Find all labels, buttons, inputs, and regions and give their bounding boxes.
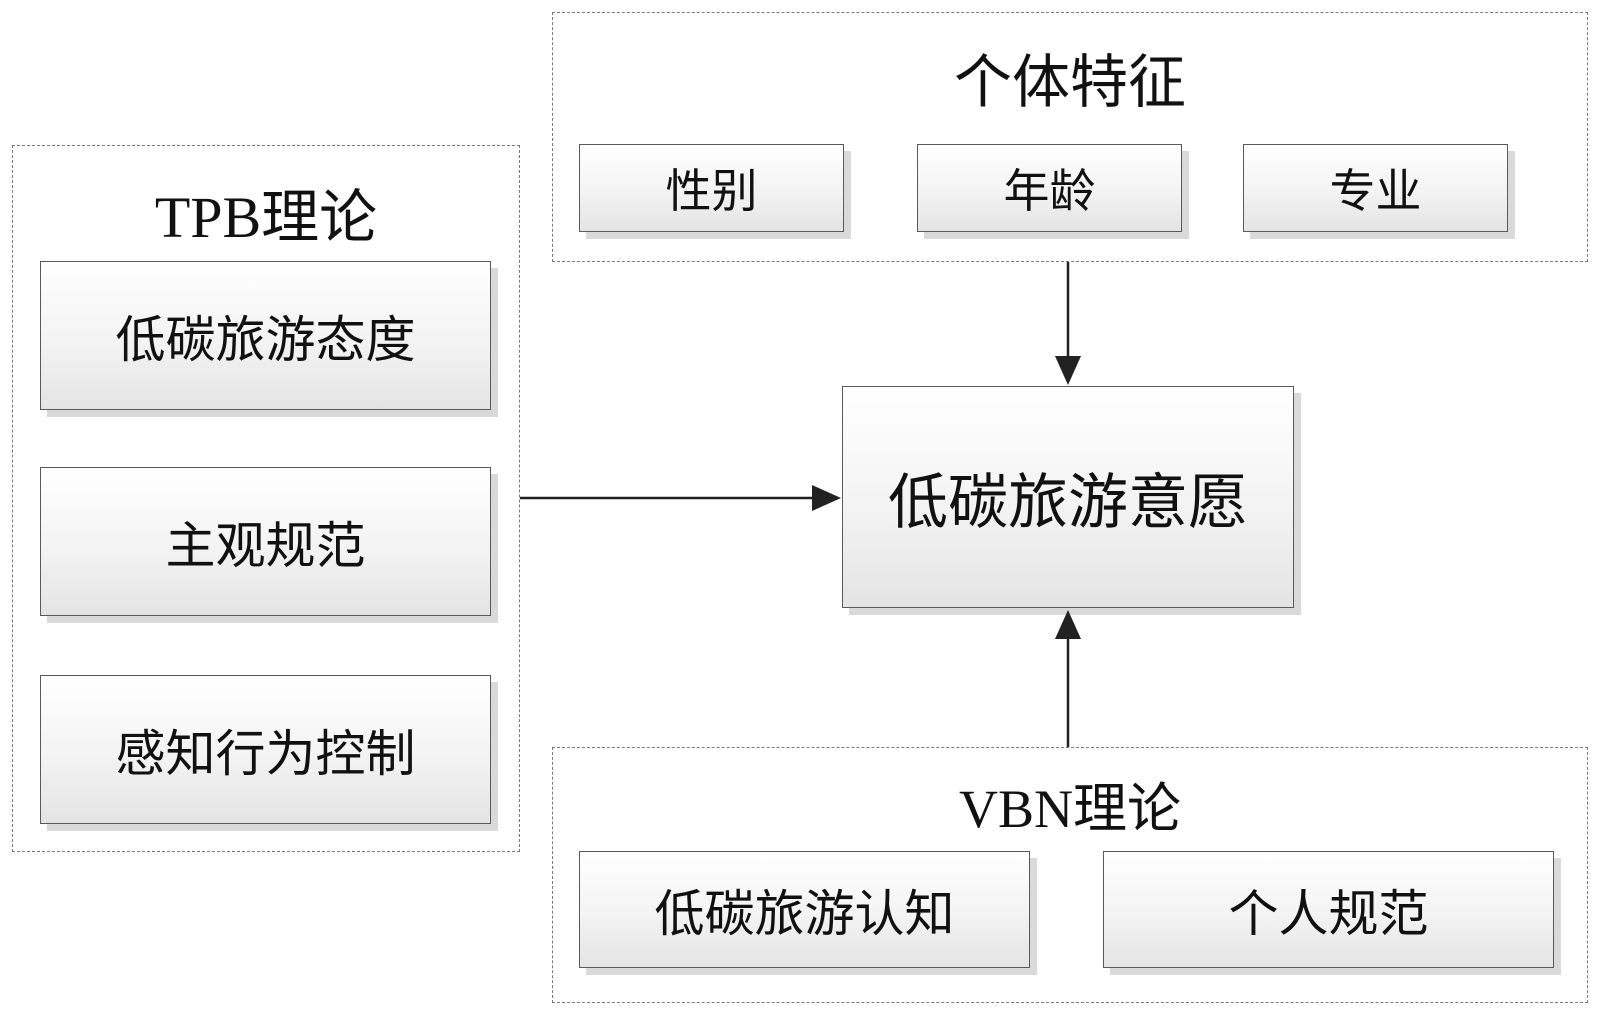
individual-characteristics-group: 个体特征 [552, 12, 1588, 262]
individual-characteristics-title: 个体特征 [953, 50, 1186, 115]
low-carbon-intention-box: 低碳旅游意愿 [842, 386, 1294, 608]
tpb-theory-title: TPB理论 [154, 185, 378, 250]
perceived-behavioral-control-box: 感知行为控制 [40, 675, 491, 824]
low-carbon-attitude-box: 低碳旅游态度 [40, 261, 491, 410]
vbn-theory-group: VBN理论 [552, 747, 1588, 1003]
major-box: 专业 [1243, 144, 1508, 232]
gender-box: 性别 [579, 144, 844, 232]
arrow-tpb-to-intention [520, 485, 841, 511]
age-box: 年龄 [917, 144, 1182, 232]
tpb-theory-group: TPB理论 [12, 145, 520, 852]
arrow-vbn-to-intention [1055, 610, 1081, 747]
low-carbon-cognition-box: 低碳旅游认知 [579, 851, 1030, 968]
vbn-theory-title: VBN理论 [958, 779, 1181, 839]
arrow-individual-to-intention [1055, 262, 1081, 385]
subjective-norm-box: 主观规范 [40, 467, 491, 616]
personal-norm-box: 个人规范 [1103, 851, 1554, 968]
